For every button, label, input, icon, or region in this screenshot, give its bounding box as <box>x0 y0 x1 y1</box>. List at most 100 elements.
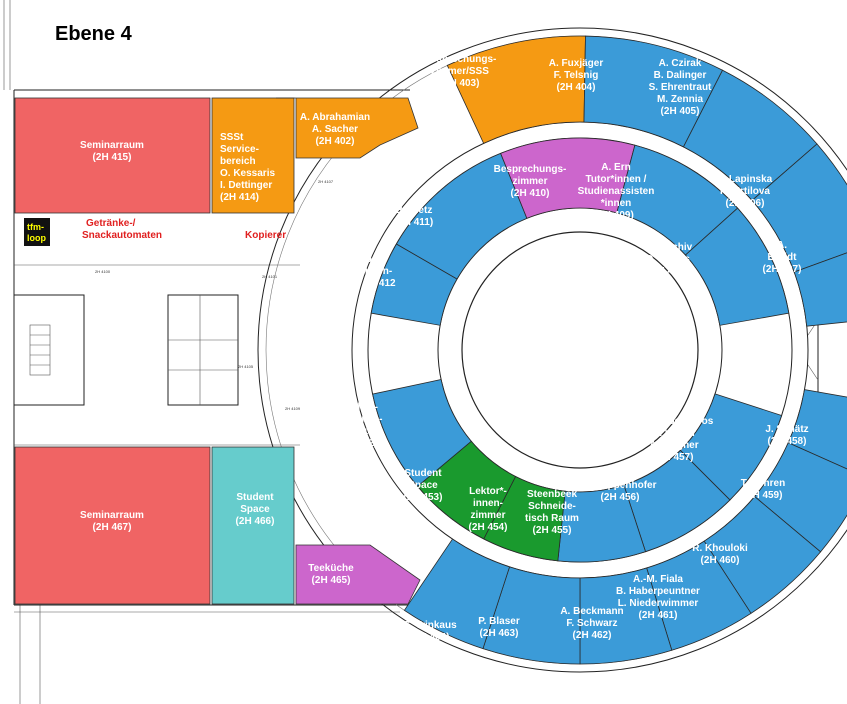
room-label-2h455-line-2: Schneide- <box>528 501 576 512</box>
room-label-2h457-line-3: A. Wegner <box>649 440 698 451</box>
room-label-2h462-line-1: A. Beckmann <box>560 606 623 617</box>
room-label-2h460-line-1: R. Khouloki <box>692 543 748 554</box>
room-label-2h406-line-2: K. Krtilova <box>720 186 770 197</box>
room-label-2h463-line-2: (2H 463) <box>480 628 519 639</box>
room-label-2h467-line-2: (2H 467) <box>93 522 132 533</box>
room-label-2h458-line-1: J. Schätz <box>765 424 808 435</box>
room-label-2h464-line-2: (2H 464) <box>411 632 450 643</box>
room-label-2h457-line-4: (2H 457) <box>655 452 694 463</box>
room-label-2h406-line-1: J. Lapinska <box>718 174 773 185</box>
room-label-2h456-line-2: V. Happenhofer <box>584 480 657 491</box>
room-label-2h464-line-1: S. Trinkaus <box>403 620 457 631</box>
room-label-2h455-line-4: (2H 455) <box>533 525 572 536</box>
room-label-2h455-line-1: Steenbeek <box>527 489 577 500</box>
room-label-2h466-line-1: Student <box>236 492 274 503</box>
room-label-2h403-line-3: (2H 403) <box>441 78 480 89</box>
room-label-2h454-line-4: (2H 454) <box>469 522 508 533</box>
room-label-2h458-line-2: (2H 458) <box>768 436 807 447</box>
ring-sectors <box>370 35 847 665</box>
room-label-2h405-line-3: S. Ehrentraut <box>649 82 712 93</box>
room-label-2h462-line-3: (2H 462) <box>573 630 612 641</box>
room-2h402[interactable] <box>276 97 419 159</box>
room-label-2h452-line-2: richtungs- <box>334 414 383 425</box>
room-label-2h453-line-2: Space <box>408 480 438 491</box>
room-label-2h408-line-1: Bildarchiv <box>644 242 693 253</box>
svg-text:2H 4100: 2H 4100 <box>95 269 111 274</box>
room-2h452[interactable] <box>372 379 472 487</box>
tfm-loop-line2: loop <box>27 233 46 243</box>
room-label-2h414-line-3: bereich <box>220 156 256 167</box>
room-label-2h414-line-2: Service- <box>220 144 259 155</box>
room-2h407[interactable] <box>793 243 847 327</box>
room-label-2h461-line-2: B. Haberpeuntner <box>616 586 700 597</box>
room-label-2h466-line-3: (2H 466) <box>236 516 275 527</box>
room-label-2h405-line-5: (2H 405) <box>661 106 700 117</box>
tfm-loop-line1: tfm- <box>27 222 44 232</box>
room-label-2h404-line-2: F. Telsnig <box>554 70 599 81</box>
room-label-2h405-line-4: M. Zennia <box>657 94 704 105</box>
room-label-2h405-line-1: A. Czirak <box>659 58 702 69</box>
room-2h465[interactable] <box>295 544 421 605</box>
floor-title: Ebene 4 <box>55 23 133 45</box>
room-label-2h465-line-2: (2H 465) <box>312 575 351 586</box>
room-label-2h411-line-2: (2H 411) <box>395 217 433 228</box>
getraenke-label-2: Snackautomaten <box>82 230 162 241</box>
room-2h415[interactable] <box>14 97 211 214</box>
room-label-2h407-line-2: Braidt <box>768 252 798 263</box>
room-label-2h452-line-1: Studien- <box>338 402 378 413</box>
room-label-2h409-line-4: *innen <box>601 198 632 209</box>
room-label-2h407-line-1: A. <box>777 240 787 251</box>
room-2h411[interactable] <box>395 152 528 280</box>
room-label-2h411-line-1: B. Dietz <box>396 205 433 216</box>
room-label-2h412-line-3: Zimmer 2H 412 <box>324 278 396 289</box>
room-2h467[interactable] <box>14 446 211 605</box>
room-label-2h463-line-1: P. Blaser <box>478 616 520 627</box>
room-label-2h402-line-1: A. Abrahamian <box>300 112 370 123</box>
room-label-2h404-line-1: A. Fuxjäger <box>549 58 604 69</box>
room-label-2h452-line-3: vertretung <box>333 426 382 437</box>
getraenke-label-1: Getränke-/ <box>86 218 136 229</box>
room-label-2h456-line-1: V. Luft <box>605 468 636 479</box>
room-label-2h409-line-5: 2H 409) <box>598 210 634 221</box>
room-label-2h404-line-3: (2H 404) <box>557 82 596 93</box>
room-label-2h462-line-2: F. Schwarz <box>566 618 617 629</box>
room-label-2h408-line-3: (2H 408) <box>649 266 688 277</box>
room-label-2h461-line-1: A.-M. Fiala <box>633 574 683 585</box>
room-2h464[interactable] <box>403 538 511 650</box>
room-label-2h465-line-1: Teeküche <box>308 563 354 574</box>
room-label-2h414-line-4: O. Kessaris <box>220 168 275 179</box>
room-label-2h409-line-3: Studienassisten <box>578 186 655 197</box>
room-label-2h414-line-5: I. Dettinger <box>220 180 272 191</box>
room-label-2h453-line-1: Student <box>404 468 442 479</box>
room-label-2h402-line-2: A. Sacher <box>312 124 358 135</box>
room-label-2h412-line-2: Lektor*innen- <box>328 266 392 277</box>
room-label-2h410-line-3: (2H 410) <box>511 188 550 199</box>
room-label-2h415-line-1: Seminarraum <box>80 140 144 151</box>
room-2h466[interactable] <box>211 446 295 605</box>
room-label-2h455-line-3: tisch Raum <box>525 513 579 524</box>
room-label-2h453-line-3: (2H 453) <box>404 492 443 503</box>
room-label-2h403-line-2: zimmer/SSS <box>431 66 489 77</box>
room-label-2h405-line-2: B. Dalinger <box>654 70 707 81</box>
room-label-2h457-line-1: S. Ayerbe Hoyos <box>635 416 714 427</box>
room-label-2h402-line-3: (2H 402) <box>316 136 355 147</box>
room-label-2h454-line-1: Lektor*- <box>469 486 507 497</box>
room-label-2h459-line-1: T. Zohren <box>741 478 785 489</box>
svg-text:2H 4105: 2H 4105 <box>238 364 254 369</box>
svg-text:2H 4109: 2H 4109 <box>285 406 301 411</box>
room-label-2h452-line-4: (2H 452) <box>339 438 378 449</box>
room-label-2h412-line-1: C. Tieber <box>339 254 382 265</box>
svg-text:2H 4107: 2H 4107 <box>318 179 334 184</box>
room-label-2h466-line-2: Space <box>240 504 270 515</box>
room-label-2h406-line-3: (2H 406) <box>726 198 765 209</box>
room-2h408[interactable] <box>684 207 790 326</box>
room-label-2h459-line-2: (2H 459) <box>744 490 783 501</box>
room-label-2h467-line-1: Seminarraum <box>80 510 144 521</box>
room-label-2h407-line-3: (2H 407) <box>763 264 802 275</box>
room-2h414[interactable] <box>211 97 295 214</box>
room-label-2h454-line-3: zimmer <box>470 510 505 521</box>
svg-text:2H 4101: 2H 4101 <box>262 274 278 279</box>
room-label-2h410-line-2: zimmer <box>512 176 547 187</box>
kopierer-label: Kopierer <box>245 230 286 241</box>
